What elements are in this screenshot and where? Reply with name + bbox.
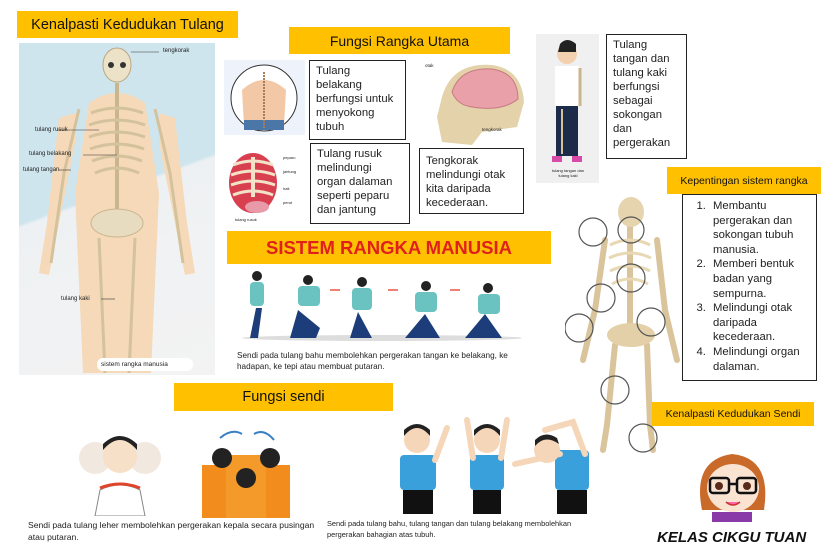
ribs-label-heart: jantung — [283, 169, 297, 174]
label-leg: tulang kaki — [61, 296, 90, 302]
neck-bending-image — [192, 420, 300, 518]
ribs-function-text: Tulang rusuk melindungi organ dalaman se… — [310, 143, 410, 224]
ribs-image-caption: tulang rusuk — [235, 217, 257, 222]
label-ribs: tulang rusuk — [35, 127, 68, 133]
importance-item: Membantu pergerakan dan sokongan tubuh m… — [709, 199, 812, 257]
label-skull: tengkorak — [163, 48, 190, 54]
main-functions-title: Fungsi Rangka Utama — [289, 27, 510, 54]
joint-functions-title: Fungsi sendi — [174, 383, 393, 411]
bone-position-title: Kenalpasti Kedudukan Tulang — [17, 11, 238, 38]
brand-name: KELAS CIKGU TUAN — [657, 529, 807, 546]
label-arm: tulang tangan — [23, 167, 60, 173]
skeleton-illustration — [39, 47, 195, 374]
label-spine: tulang belakang — [29, 151, 72, 157]
importance-item: Memberi bentuk badan yang sempurna. — [709, 257, 812, 301]
skull-label: tengkorak — [482, 127, 502, 132]
neck-rotation-image — [70, 420, 170, 516]
joint-position-title: Kenalpasti Kedudukan Sendi — [652, 402, 814, 426]
limbs-function-text: Tulang tangan dan tulang kaki berfungsi … — [606, 34, 687, 159]
importance-title: Kepentingan sistem rangka — [667, 167, 821, 194]
ribs-label-stomach: perut — [283, 200, 293, 205]
importance-item: Melindungi otak daripada kecederaan. — [709, 301, 812, 345]
importance-item: Melindungi organ dalaman. — [709, 345, 812, 374]
upper-body-movement-image — [395, 410, 600, 514]
importance-list-box: Membantu pergerakan dan sokongan tubuh m… — [682, 194, 817, 381]
shoulder-pitching-image — [240, 268, 525, 343]
spine-image — [224, 60, 305, 135]
skeleton-caption: sistem rangka manusia — [101, 361, 168, 368]
upper-body-caption: Sendi pada tulang bahu, tulang tangan da… — [327, 519, 572, 539]
child-limbs-image: tulang tangan dan tulang kaki — [536, 34, 599, 183]
joints-skeleton-image — [565, 190, 680, 460]
neck-caption: Sendi pada tulang leher membolehkan perg… — [28, 520, 315, 542]
shoulder-caption: Sendi pada tulang bahu membolehkan perge… — [237, 351, 508, 371]
ribcage-image: peparu jantung hati perut tulang rusuk — [221, 145, 300, 225]
skull-brain-image: otak tengkorak — [422, 57, 527, 147]
limbs-image-caption: tulang tangan dan tulang kaki — [551, 168, 585, 178]
importance-list: Membantu pergerakan dan sokongan tubuh m… — [683, 199, 812, 374]
ribs-label-lungs: peparu — [283, 155, 296, 160]
brain-label: otak — [425, 63, 434, 68]
skeleton-diagram: tengkorak tulang rusuk tulang belakang t… — [19, 43, 215, 375]
skull-function-text: Tengkorak melindungi otak kita daripada … — [419, 148, 524, 214]
ribs-label-liver: hati — [283, 186, 290, 191]
spine-function-text: Tulang belakang berfungsi untuk menyokon… — [309, 60, 406, 140]
teacher-avatar — [692, 450, 774, 522]
main-title: SISTEM RANGKA MANUSIA — [227, 231, 551, 264]
